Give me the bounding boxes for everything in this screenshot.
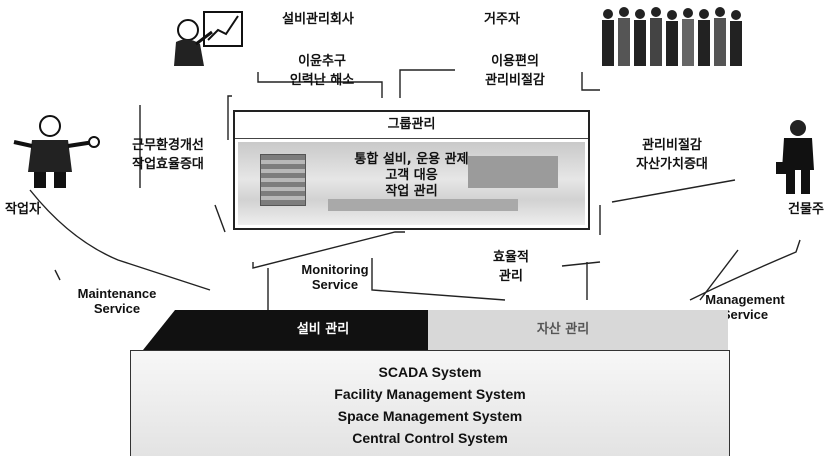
benefit-line: 관리비절감: [485, 73, 545, 88]
resident-label: 거주자: [484, 12, 520, 27]
benefit-line: 이용편의: [491, 54, 539, 69]
group-management-panel: 그룹관리 통합 설비, 운용 관제 고객 대응 작업 관리: [233, 110, 590, 230]
worker-benefits: 근무환경개선 작업효율증대: [112, 136, 224, 174]
function-line: 작업 관리: [385, 184, 438, 199]
benefit-line: 자산가치증대: [636, 157, 708, 172]
service-line: Service: [93, 301, 141, 316]
system-item: Space Management System: [337, 408, 523, 424]
system-item: SCADA System: [378, 364, 482, 380]
service-line: Service: [311, 277, 359, 292]
service-line: Maintenance: [77, 286, 157, 301]
benefit-line: 이윤추구: [298, 54, 346, 69]
owner-benefits: 관리비절감 자산가치증대: [612, 136, 732, 174]
efficient-management-label: 효율적 관리: [476, 248, 546, 286]
worker-icon: [10, 112, 100, 192]
worker-label: 작업자: [5, 202, 41, 217]
benefit-line: 작업효율증대: [132, 157, 204, 172]
benefit-line: 관리비절감: [642, 138, 702, 153]
businessman-icon: [772, 118, 822, 196]
benefit-line: 관리: [499, 269, 523, 284]
control-room-image: [238, 142, 585, 225]
asset-management-label: 자산 관리: [536, 322, 590, 337]
benefit-line: 근무환경개선: [132, 138, 204, 153]
band-shape: [143, 310, 728, 350]
cabinet-shape: [260, 154, 306, 206]
function-line: 통합 설비, 운용 관제: [354, 152, 469, 167]
desk-shape: [328, 199, 518, 211]
company-benefits: 이윤추구 인력난 해소: [272, 52, 372, 90]
crowd-icon: [598, 6, 748, 68]
management-band: 설비 관리 자산 관리: [143, 310, 728, 350]
presenter-icon: [166, 8, 248, 70]
facility-management-label: 설비 관리: [296, 322, 350, 337]
owner-label: 건물주: [788, 202, 824, 217]
center-functions: 통합 설비, 운용 관제 고객 대응 작업 관리: [235, 152, 588, 200]
system-item: Central Control System: [352, 430, 508, 446]
benefit-line: 인력난 해소: [289, 73, 355, 88]
service-line: Management: [705, 292, 785, 307]
function-line: 고객 대응: [385, 168, 438, 183]
systems-panel: SCADA System Facility Management System …: [130, 350, 730, 456]
management-service-label: Management Service: [690, 292, 800, 322]
resident-benefits: 이용편의 관리비절감: [460, 52, 570, 90]
group-management-title: 그룹관리: [235, 112, 588, 139]
service-line: Service: [721, 307, 769, 322]
service-line: Monitoring: [301, 262, 369, 277]
system-item: Facility Management System: [334, 386, 526, 402]
systems-list: SCADA System Facility Management System …: [131, 351, 729, 449]
maintenance-service-label: Maintenance Service: [62, 286, 172, 316]
screen-shape: [468, 156, 558, 188]
monitoring-service-label: Monitoring Service: [290, 262, 380, 292]
benefit-line: 효율적: [493, 250, 529, 265]
company-label: 설비관리회사: [282, 12, 354, 27]
